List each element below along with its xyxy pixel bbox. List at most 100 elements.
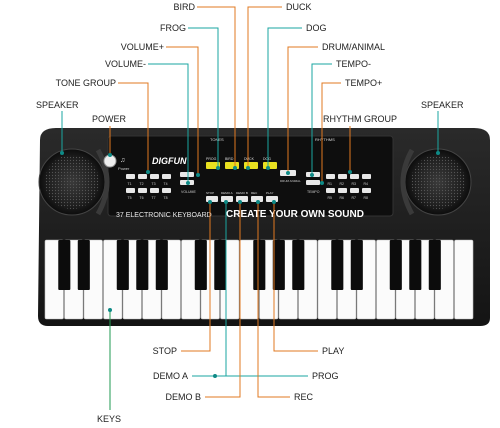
callout-tone-group: TONE GROUP xyxy=(55,78,116,88)
black-key[interactable] xyxy=(428,240,441,290)
rhythm-button-8[interactable] xyxy=(362,188,371,193)
rhythm-button-1[interactable] xyxy=(326,174,335,179)
leader-dot-tempo-minus xyxy=(310,173,314,177)
tone-button-2[interactable] xyxy=(138,174,147,179)
leader-line-tempo-minus xyxy=(311,63,332,175)
leader-line-tempo-plus xyxy=(321,82,341,183)
callout-demo-b: DEMO B xyxy=(165,392,201,402)
rhythm-button-label: R3 xyxy=(352,182,357,186)
transport-button-stop[interactable] xyxy=(206,196,218,202)
transport-button-label: DEMO A xyxy=(221,191,233,195)
volume-plus-button[interactable] xyxy=(180,172,194,177)
transport-button-demo-b[interactable] xyxy=(236,196,248,202)
rhythm-button-label: R6 xyxy=(340,196,345,200)
tone-button-5[interactable] xyxy=(126,188,135,193)
leader-line-tone-group xyxy=(118,82,149,172)
black-key[interactable] xyxy=(194,240,207,290)
black-key[interactable] xyxy=(116,240,129,290)
leader-line-demo-b xyxy=(205,202,241,398)
transport-button-play[interactable] xyxy=(266,196,278,202)
tone-button-7[interactable] xyxy=(150,188,159,193)
black-keys xyxy=(58,240,441,290)
tone-button-label: T2 xyxy=(140,182,144,186)
tone-button-3[interactable] xyxy=(150,174,159,179)
black-key[interactable] xyxy=(350,240,363,290)
callout-rec: REC xyxy=(294,392,314,402)
black-key[interactable] xyxy=(331,240,344,290)
rhythm-button-label: R2 xyxy=(340,182,345,186)
tone-button-label: T4 xyxy=(164,182,168,186)
rhythm-button-2[interactable] xyxy=(338,174,347,179)
black-key[interactable] xyxy=(292,240,305,290)
callout-dog: DOG xyxy=(306,23,327,33)
callout-duck: DUCK xyxy=(286,2,312,12)
transport-button-label: STOP xyxy=(206,191,214,195)
black-key[interactable] xyxy=(77,240,90,290)
black-key[interactable] xyxy=(58,240,71,290)
leader-line-volume-plus xyxy=(166,46,199,175)
leader-line-drum-animal xyxy=(287,46,318,173)
tone-button-6[interactable] xyxy=(138,188,147,193)
leader-dot-dog xyxy=(266,166,270,170)
transport-button-demo-a[interactable] xyxy=(221,196,233,202)
tone-button-8[interactable] xyxy=(162,188,171,193)
rhythm-button-4[interactable] xyxy=(362,174,371,179)
transport-button-rec[interactable] xyxy=(251,196,263,202)
tone-button-4[interactable] xyxy=(162,174,171,179)
rhythm-button-7[interactable] xyxy=(350,188,359,193)
leader-dot-play xyxy=(272,200,276,204)
rhythm-button-label: R4 xyxy=(364,182,369,186)
callout-volume-minus: VOLUME- xyxy=(104,59,146,69)
leader-line-volume-minus xyxy=(148,63,189,183)
white-key[interactable] xyxy=(454,239,474,320)
black-key[interactable] xyxy=(389,240,402,290)
rhythm-button-3[interactable] xyxy=(350,174,359,179)
black-key[interactable] xyxy=(136,240,149,290)
tempo-plus-button[interactable] xyxy=(306,180,320,185)
leader-dot-demo-a xyxy=(224,200,228,204)
leader-dot-volume-plus xyxy=(196,173,200,177)
tone-button-label: T7 xyxy=(152,196,156,200)
leader-line-dog xyxy=(267,27,302,168)
leader-dot-tone-group xyxy=(146,170,150,174)
volume-text: VOLUME xyxy=(181,190,196,194)
leader-dot-drum-animal xyxy=(286,171,290,175)
leader-dot-speaker-right xyxy=(436,151,440,155)
leader-dot-rec xyxy=(256,200,260,204)
callout-bird: BIRD xyxy=(173,2,195,12)
leader-dot-keys xyxy=(108,308,112,312)
leader-dot-stop xyxy=(208,200,212,204)
sound-button-dog[interactable] xyxy=(263,162,277,169)
rhythm-button-6[interactable] xyxy=(338,188,347,193)
leader-dot-volume-minus xyxy=(186,181,190,185)
tone-button-label: T6 xyxy=(140,196,144,200)
black-key[interactable] xyxy=(253,240,266,290)
rhythms-header: RHYTHMS xyxy=(315,137,335,142)
leader-dot-speaker-left xyxy=(60,151,64,155)
black-key[interactable] xyxy=(155,240,168,290)
rhythm-button-5[interactable] xyxy=(326,188,335,193)
rhythm-button-label: R8 xyxy=(364,196,369,200)
leader-line-frog xyxy=(188,27,219,168)
leader-dot-rhythm-group xyxy=(348,170,352,174)
black-key[interactable] xyxy=(409,240,422,290)
sound-button-label: DOG xyxy=(263,157,271,161)
leader-line-duck xyxy=(247,6,282,168)
callout-speaker-left: SPEAKER xyxy=(36,100,79,110)
slogan-text: CREATE YOUR OWN SOUND xyxy=(226,209,364,220)
black-key[interactable] xyxy=(272,240,285,290)
tone-button-label: T1 xyxy=(128,182,132,186)
transport-button-label: DEMO B xyxy=(236,191,248,195)
callout-prog: PROG xyxy=(312,371,339,381)
transport-button-label: REC xyxy=(251,191,258,195)
leader-dot-tempo-plus xyxy=(320,181,324,185)
tone-button-1[interactable] xyxy=(126,174,135,179)
black-key[interactable] xyxy=(214,240,227,290)
sound-button-label: DUCK xyxy=(244,157,255,161)
sound-button-label: PROG xyxy=(206,157,217,161)
callout-stop: STOP xyxy=(152,346,177,356)
music-note-icon: ♫ xyxy=(120,157,125,164)
